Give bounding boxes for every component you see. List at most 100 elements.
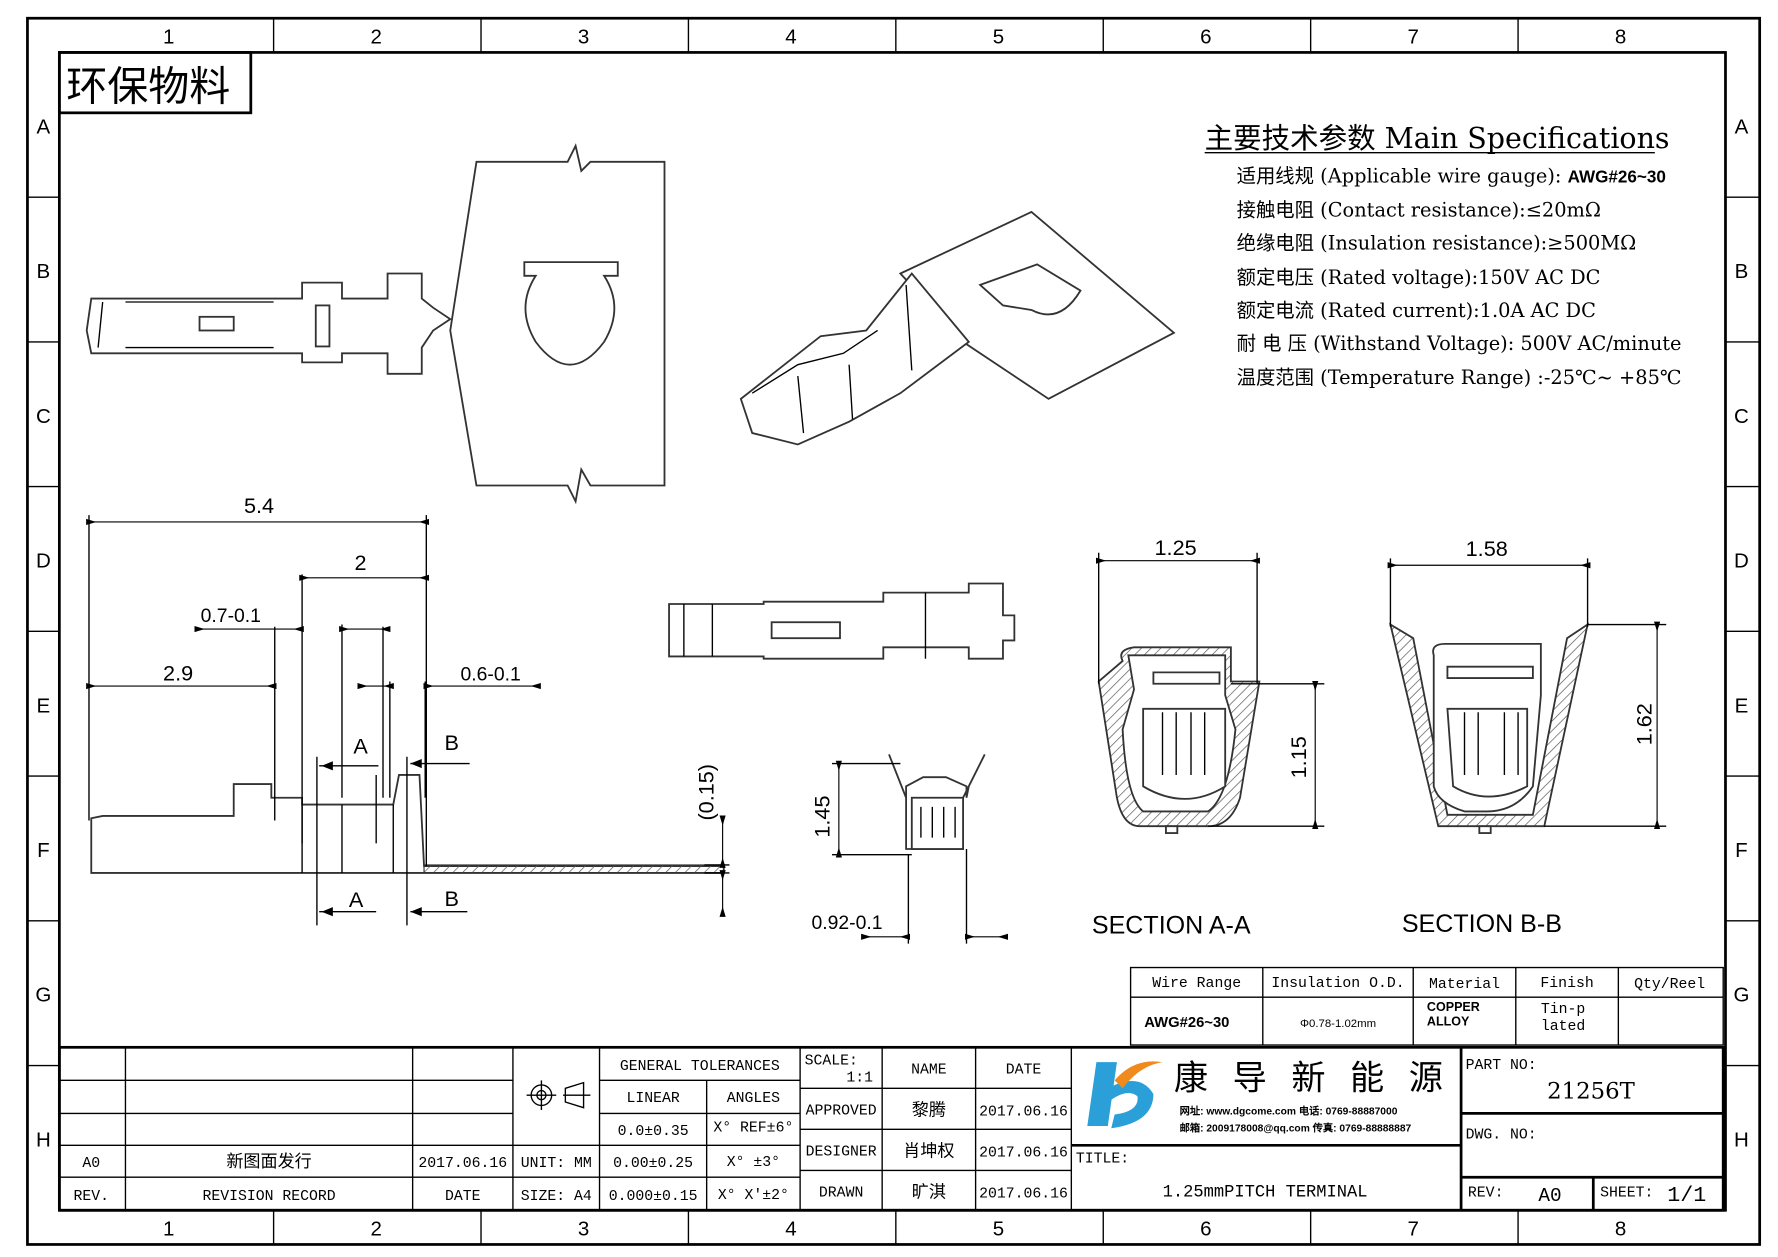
- svg-text:温度范围 (Temperature Range) :-25℃: 温度范围 (Temperature Range) :-25℃~ +85℃: [1237, 366, 1682, 389]
- spec-value: ≤20mΩ: [1526, 199, 1601, 222]
- row-label: A: [37, 115, 51, 138]
- spec-label: 额定电流 (Rated current):: [1237, 299, 1480, 322]
- table-cell: Tin-plated: [1540, 1000, 1586, 1035]
- table-cell: COPPER ALLOY: [1426, 1000, 1480, 1030]
- header-record: REVISION RECORD: [202, 1189, 335, 1205]
- col-label: 4: [785, 1217, 796, 1240]
- row-label: F: [1735, 839, 1748, 862]
- dim-0.92: 0.92-0.1: [812, 912, 883, 934]
- dim-0.15: (0.15): [693, 764, 718, 821]
- row-label: B: [37, 260, 51, 283]
- table-header: Qty/Reel: [1634, 977, 1705, 993]
- drawing-title: 1.25mmPITCH TERMINAL: [1163, 1184, 1368, 1203]
- dim-2.9: 2.9: [163, 660, 193, 685]
- col-label: 3: [578, 1217, 589, 1240]
- svg-text:额定电压 (Rated voltage):150V AC D: 额定电压 (Rated voltage):150V AC DC: [1237, 266, 1601, 289]
- section-mark-b-top: B: [445, 730, 459, 755]
- role-date: 2017.06.16: [979, 1105, 1068, 1121]
- svg-text:额定电流 (Rated current):1.0A AC D: 额定电流 (Rated current):1.0A AC DC: [1237, 299, 1596, 322]
- sheet-value: 1/1: [1667, 1183, 1706, 1208]
- dim-0.6: 0.6-0.1: [461, 663, 521, 685]
- col-label: 2: [370, 25, 381, 48]
- spec-value: 500V AC/minute: [1520, 332, 1681, 355]
- section-mark-a-top: A: [353, 733, 368, 758]
- svg-text:接触电阻 (Contact resistance):≤20m: 接触电阻 (Contact resistance):≤20mΩ: [1237, 199, 1601, 222]
- row-label: E: [1735, 694, 1749, 717]
- part-no: 21256T: [1547, 1079, 1635, 1105]
- company-contact: 邮箱: 2009178008@qq.com 传真: 0769-88888887: [1180, 1122, 1412, 1135]
- spec-label: 额定电压 (Rated voltage):: [1237, 266, 1479, 289]
- row-label: H: [36, 1128, 51, 1151]
- terminal-top-view: [85, 143, 666, 505]
- linear-value: 0.00±0.25: [613, 1156, 693, 1172]
- date-header: DATE: [1006, 1063, 1042, 1079]
- table-header: Wire Range: [1152, 976, 1241, 992]
- col-label: 1: [163, 1217, 174, 1240]
- spec-label: 绝缘电阻 (Insulation resistance):: [1237, 232, 1548, 255]
- dim-1.25: 1.25: [1155, 535, 1197, 560]
- dim-1.62: 1.62: [1631, 703, 1656, 745]
- table-cell: Φ0.78-1.02mm: [1300, 1018, 1376, 1030]
- part-no-label: PART NO:: [1466, 1058, 1537, 1074]
- revision-rev: A0: [82, 1156, 100, 1172]
- row-label: C: [1734, 405, 1749, 428]
- table-cell: AWG#26~30: [1144, 1015, 1229, 1031]
- linear-value: 0.000±0.15: [609, 1189, 698, 1205]
- col-label: 7: [1408, 1217, 1419, 1240]
- spec-value: ≥500MΩ: [1547, 232, 1636, 255]
- col-label: 8: [1615, 25, 1626, 48]
- revision-record: 新图面发行: [226, 1152, 311, 1172]
- title-label: TITLE:: [1076, 1151, 1129, 1167]
- dim-1.15: 1.15: [1286, 736, 1311, 778]
- specs-title: 主要技术参数 Main Specifications: [1205, 122, 1670, 155]
- section-mark-b-bottom: B: [445, 886, 459, 911]
- spec-table: Wire Range Insulation O.D. Material Fini…: [1129, 966, 1724, 1046]
- spec-value: -25℃~ +85℃: [1544, 366, 1682, 389]
- scale-label: SCALE:: [805, 1053, 858, 1069]
- col-label: 1: [163, 25, 174, 48]
- role: DRAWN: [819, 1186, 863, 1202]
- row-label: E: [37, 694, 51, 717]
- projection-symbol-icon: [526, 1080, 591, 1110]
- table-header: Material: [1429, 977, 1500, 993]
- row-label: A: [1735, 115, 1749, 138]
- role-name: 旷淇: [912, 1183, 946, 1203]
- col-label: 2: [370, 1217, 381, 1240]
- dwg-no-label: DWG. NO:: [1466, 1127, 1537, 1143]
- section-b-b: [1389, 622, 1589, 834]
- main-specifications: 主要技术参数 Main Specifications 适用线规 (Applica…: [1204, 122, 1682, 389]
- linear-value: 0.0±0.35: [618, 1124, 689, 1140]
- section-b-b-label: SECTION B-B: [1402, 910, 1562, 938]
- size: SIZE: A4: [521, 1189, 592, 1205]
- col-label: 4: [785, 25, 796, 48]
- role: APPROVED: [806, 1104, 877, 1120]
- terminal-isometric-view: [739, 210, 1176, 446]
- angle-value: X° X'±2°: [718, 1188, 789, 1204]
- drawing-frame: 1 2 3 4 5 6 7 8 1 2 3 4 5 6 7 8 A B C D …: [26, 16, 1762, 1246]
- row-label: B: [1735, 260, 1749, 283]
- terminal-front-view: [668, 582, 1016, 660]
- table-header: Finish: [1540, 976, 1593, 992]
- col-label: 8: [1615, 1217, 1626, 1240]
- section-mark-a-bottom: A: [349, 887, 364, 912]
- rev-label: REV:: [1468, 1186, 1504, 1202]
- role-name: 肖坤权: [903, 1142, 954, 1162]
- scale-value: 1:1: [846, 1070, 873, 1086]
- dim-5.4: 5.4: [244, 493, 274, 518]
- header-rev: REV.: [74, 1189, 110, 1205]
- dim-2: 2: [355, 550, 367, 575]
- rev-value: A0: [1538, 1185, 1561, 1207]
- spec-label: 温度范围 (Temperature Range) :: [1237, 366, 1544, 389]
- dim-1.45: 1.45: [810, 795, 835, 837]
- title-block: A0 新图面发行 2017.06.16 REV. REVISION RECORD…: [57, 1045, 1725, 1212]
- name-header: NAME: [911, 1063, 947, 1079]
- spec-value: 150V AC DC: [1478, 266, 1600, 289]
- company-logo: [1087, 1061, 1163, 1129]
- angle-value: X° ±3°: [727, 1155, 780, 1171]
- role-name: 黎腾: [912, 1101, 946, 1121]
- company-contact: 网址: www.dgcome.com 电话: 0769-88887000: [1180, 1105, 1398, 1118]
- header-date: DATE: [445, 1189, 481, 1205]
- revision-date: 2017.06.16: [418, 1156, 507, 1172]
- eco-stamp: 环保物料: [66, 62, 230, 110]
